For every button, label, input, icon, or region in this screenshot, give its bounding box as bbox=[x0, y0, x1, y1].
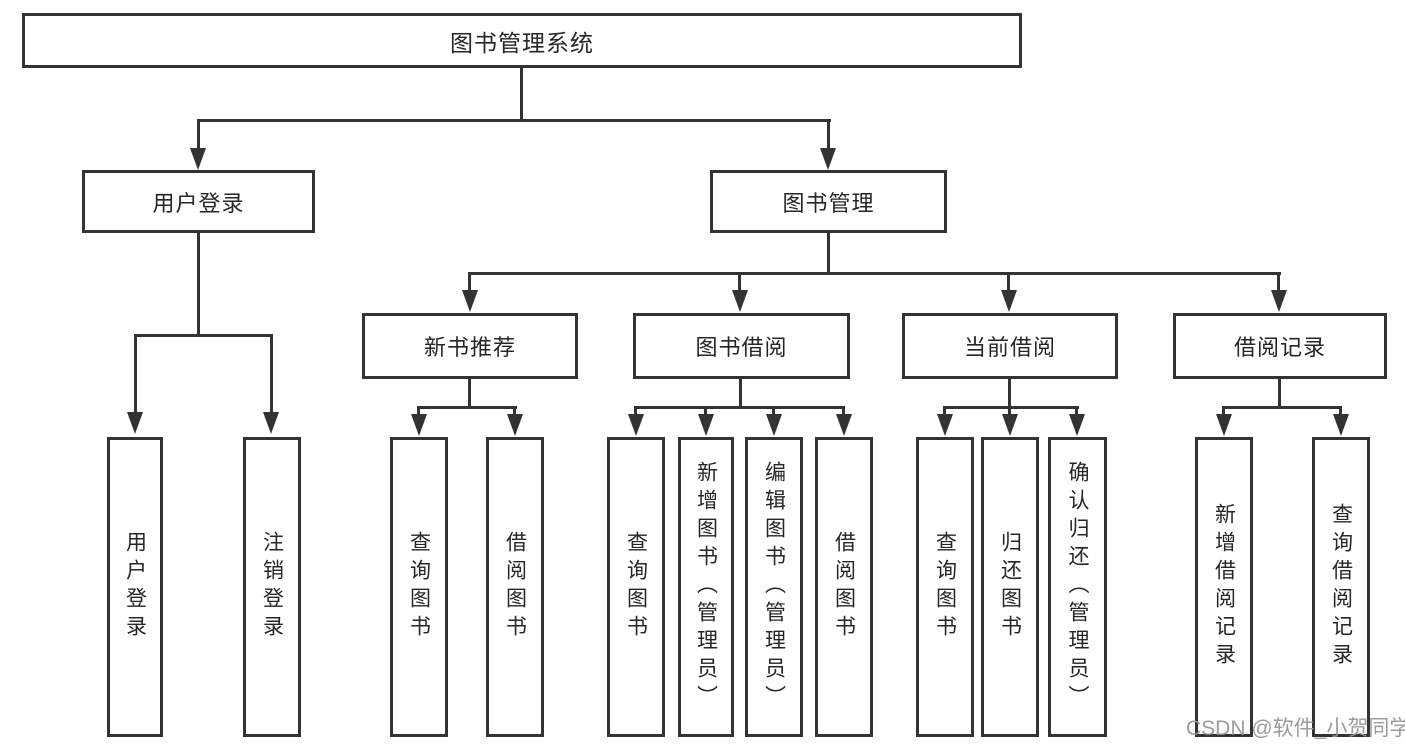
connector-line bbox=[827, 233, 830, 274]
watermark: CSDN @软件_小贺同学 bbox=[1186, 717, 1405, 740]
connector-line bbox=[513, 406, 516, 416]
leaf-label: 用户登录 bbox=[123, 531, 147, 643]
connector-line bbox=[1008, 377, 1011, 408]
arrow-down-icon bbox=[1271, 290, 1287, 312]
leaf-logout: 注销登录 bbox=[243, 437, 301, 737]
arrow-down-icon bbox=[1001, 290, 1017, 312]
connector-line bbox=[842, 406, 845, 416]
connector-line bbox=[468, 377, 471, 408]
leaf-label: 查询图书 bbox=[933, 531, 957, 643]
connector-line bbox=[1008, 406, 1011, 416]
leaf-label: 查询图书 bbox=[407, 531, 431, 643]
arrow-down-icon bbox=[507, 414, 523, 436]
arrow-down-icon bbox=[1216, 414, 1232, 436]
node-label: 借阅记录 bbox=[1233, 335, 1326, 360]
connector-line bbox=[197, 119, 200, 150]
node-borrow-records: 借阅记录 bbox=[1173, 313, 1387, 379]
leaf-add-borrow-record: 新增借阅记录 bbox=[1195, 437, 1253, 737]
leaf-query-books-recommend: 查询图书 bbox=[390, 437, 448, 737]
arrow-down-icon bbox=[628, 414, 644, 436]
leaf-return-book: 归还图书 bbox=[981, 437, 1039, 737]
node-current-borrow: 当前借阅 bbox=[902, 313, 1118, 379]
node-label: 用户登录 bbox=[152, 190, 245, 216]
arrow-down-icon bbox=[1002, 414, 1018, 436]
node-book-borrow: 图书借阅 bbox=[633, 313, 850, 379]
node-new-book-recommend: 新书推荐 bbox=[362, 313, 578, 379]
arrow-down-icon bbox=[190, 148, 206, 170]
arrow-down-icon bbox=[698, 414, 714, 436]
connector-line bbox=[468, 272, 471, 292]
leaf-confirm-return-admin: 确认归还（管理员） bbox=[1048, 437, 1107, 737]
leaf-label: 查询借阅记录 bbox=[1329, 503, 1353, 671]
arrow-down-icon bbox=[263, 412, 279, 434]
leaf-label: 借阅图书 bbox=[503, 531, 527, 643]
connector-line bbox=[827, 119, 830, 150]
leaf-borrow-books-recommend: 借阅图书 bbox=[486, 437, 544, 737]
connector-line bbox=[1075, 406, 1078, 416]
connector-line bbox=[1007, 272, 1010, 292]
node-user-login: 用户登录 bbox=[82, 170, 315, 233]
connector-line bbox=[1222, 406, 1225, 416]
leaf-label: 归还图书 bbox=[998, 531, 1022, 643]
leaf-label: 确认归还（管理员） bbox=[1066, 461, 1089, 713]
connector-line bbox=[197, 119, 831, 122]
leaf-user-login: 用户登录 bbox=[107, 437, 163, 737]
connector-line bbox=[1339, 406, 1342, 416]
leaf-label: 注销登录 bbox=[260, 531, 284, 643]
connector-line bbox=[1223, 406, 1342, 409]
leaf-query-books-borrow: 查询图书 bbox=[607, 437, 665, 737]
leaf-label: 编辑图书（管理员） bbox=[762, 461, 786, 713]
connector-line bbox=[417, 406, 517, 409]
connector-line bbox=[417, 406, 420, 416]
arrow-down-icon bbox=[411, 414, 427, 436]
arrow-down-icon bbox=[1333, 414, 1349, 436]
connector-line bbox=[134, 334, 272, 337]
connector-line bbox=[270, 334, 273, 414]
connector-line bbox=[520, 68, 523, 121]
node-label: 图书管理系统 bbox=[450, 29, 594, 56]
arrow-down-icon bbox=[820, 148, 836, 170]
connector-line bbox=[468, 272, 1281, 275]
connector-line bbox=[134, 334, 137, 414]
connector-line bbox=[704, 406, 707, 416]
connector-line bbox=[1278, 377, 1281, 408]
connector-line bbox=[635, 406, 845, 409]
leaf-query-borrow-record: 查询借阅记录 bbox=[1312, 437, 1370, 737]
node-label: 图书借阅 bbox=[695, 335, 788, 360]
leaf-label: 新增借阅记录 bbox=[1212, 503, 1236, 671]
node-book-management: 图书管理 bbox=[710, 170, 947, 233]
arrow-down-icon bbox=[462, 290, 478, 312]
connector-line bbox=[634, 406, 637, 416]
arrow-down-icon bbox=[732, 290, 748, 312]
leaf-label: 借阅图书 bbox=[832, 531, 856, 643]
connector-line bbox=[772, 406, 775, 416]
connector-line bbox=[197, 233, 200, 336]
connector-line bbox=[738, 272, 741, 292]
arrow-down-icon bbox=[937, 414, 953, 436]
arrow-down-icon bbox=[127, 412, 143, 434]
node-label: 当前借阅 bbox=[963, 335, 1056, 360]
arrow-down-icon bbox=[836, 414, 852, 436]
connector-line bbox=[943, 406, 1079, 409]
arrow-down-icon bbox=[766, 414, 782, 436]
node-label: 新书推荐 bbox=[423, 335, 516, 360]
leaf-label: 新增图书（管理员） bbox=[694, 461, 718, 713]
connector-line bbox=[1277, 272, 1280, 292]
connector-line bbox=[943, 406, 946, 416]
leaf-label: 查询图书 bbox=[624, 531, 648, 643]
leaf-borrow-books: 借阅图书 bbox=[815, 437, 873, 737]
leaf-add-book-admin: 新增图书（管理员） bbox=[678, 437, 734, 737]
node-root: 图书管理系统 bbox=[22, 13, 1022, 68]
leaf-query-books-current: 查询图书 bbox=[916, 437, 974, 737]
connector-line bbox=[739, 377, 742, 408]
leaf-edit-book-admin: 编辑图书（管理员） bbox=[745, 437, 803, 737]
arrow-down-icon bbox=[1069, 414, 1085, 436]
node-label: 图书管理 bbox=[782, 190, 875, 216]
